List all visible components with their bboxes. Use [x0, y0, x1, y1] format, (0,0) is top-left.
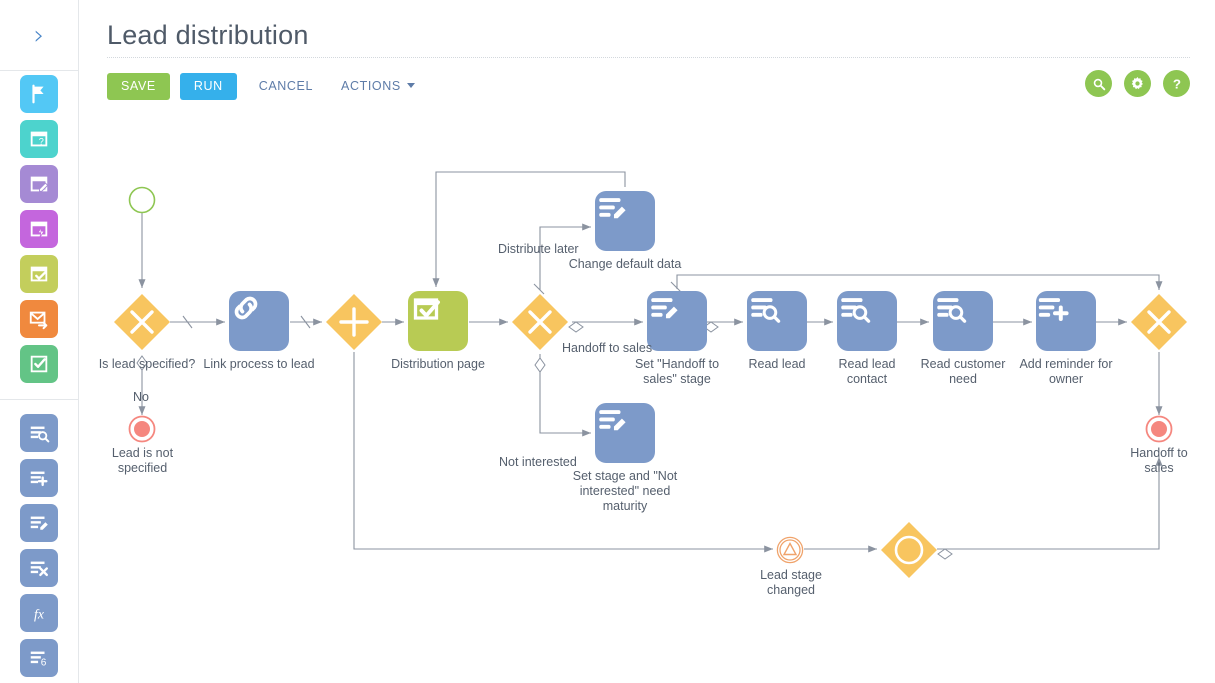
- svg-text:?: ?: [1172, 76, 1180, 91]
- list-search-icon: [751, 298, 781, 323]
- end-event-handoff-to-sales[interactable]: [1145, 415, 1173, 443]
- svg-text:fx: fx: [34, 607, 44, 622]
- task-read-customer-need[interactable]: [933, 291, 993, 351]
- sidebar-item-auto-page[interactable]: [20, 210, 58, 248]
- page-check-icon: [413, 298, 440, 320]
- exclusive-gateway-icon: [512, 294, 568, 350]
- list-edit-icon: [651, 298, 678, 319]
- checkbox-task-icon: [30, 355, 48, 373]
- terminate-end-event-icon: [128, 415, 156, 443]
- list-search-icon: [937, 298, 967, 323]
- sidebar-group-elements: ?: [0, 71, 78, 390]
- event-based-gateway-icon: [881, 522, 937, 578]
- edge-label-distribute-later: Distribute later: [498, 242, 579, 256]
- sidebar-item-approve-page[interactable]: [20, 255, 58, 293]
- gateway-is-lead-specified[interactable]: [114, 294, 170, 350]
- list-delete-icon: [30, 561, 48, 577]
- task-link-process-to-lead[interactable]: [229, 291, 289, 351]
- sidebar-item-task[interactable]: [20, 345, 58, 383]
- sidebar-item-add-data[interactable]: [20, 459, 58, 497]
- help-icon[interactable]: ?: [1163, 70, 1190, 97]
- sidebar-item-formula[interactable]: fx: [20, 594, 58, 632]
- actions-label: ACTIONS: [341, 79, 401, 93]
- header-actions: ?: [1085, 70, 1190, 97]
- task-set-not-interested-stage[interactable]: [595, 403, 655, 463]
- svg-text:?: ?: [39, 137, 44, 147]
- task-change-default-data[interactable]: [595, 191, 655, 251]
- connectors-layer: [136, 171, 1163, 560]
- link-icon: [234, 296, 258, 320]
- chevron-down-icon: [406, 83, 415, 88]
- list-plus-icon: [30, 471, 48, 487]
- start-event[interactable]: [128, 186, 156, 214]
- process-canvas[interactable]: Is lead specified? Lead is not specified…: [79, 112, 1215, 683]
- toolbar: SAVE RUN CANCEL ACTIONS: [107, 73, 431, 100]
- sidebar-group-data: fx 6: [0, 399, 78, 683]
- email-send-icon: [29, 311, 48, 330]
- edge-label-not-interested: Not interested: [499, 455, 577, 469]
- gateway-distribution-choice[interactable]: [512, 294, 568, 350]
- title-divider: [107, 57, 1190, 58]
- run-button[interactable]: RUN: [179, 73, 237, 100]
- page-edit-icon: [30, 176, 49, 192]
- flag-icon: [32, 84, 44, 104]
- sidebar-item-edit-page[interactable]: [20, 165, 58, 203]
- sidebar-item-modify-data[interactable]: [20, 504, 58, 542]
- start-event-icon: [128, 186, 156, 214]
- task-distribution-page[interactable]: [408, 291, 468, 351]
- actions-button[interactable]: ACTIONS: [329, 73, 427, 100]
- signal-intermediate-event-icon: [776, 536, 804, 564]
- edge-label-no: No: [133, 390, 149, 404]
- fx-icon: fx: [34, 607, 44, 622]
- task-set-handoff-stage[interactable]: [647, 291, 707, 351]
- page-check-icon: [30, 266, 48, 282]
- gateway-event-based[interactable]: [881, 522, 937, 578]
- exclusive-gateway-icon: [1131, 294, 1187, 350]
- list-edit-icon: [599, 410, 626, 431]
- task-read-lead[interactable]: [747, 291, 807, 351]
- task-add-reminder-for-owner[interactable]: [1036, 291, 1096, 351]
- page-title: Lead distribution: [107, 20, 309, 50]
- terminate-end-event-icon: [1145, 415, 1173, 443]
- page-question-icon: ?: [30, 131, 48, 147]
- parallel-gateway-icon: [326, 294, 382, 350]
- end-event-lead-not-specified[interactable]: [128, 415, 156, 443]
- list-search-icon: [30, 426, 50, 443]
- sidebar-item-count-data[interactable]: 6: [20, 639, 58, 677]
- gateway-parallel-split[interactable]: [326, 294, 382, 350]
- page-header: Lead distribution SAVE RUN CANCEL ACTION…: [79, 0, 1215, 112]
- sidebar-item-flag[interactable]: [20, 75, 58, 113]
- page-lightning-icon: [30, 221, 48, 238]
- event-lead-stage-changed[interactable]: [776, 536, 804, 564]
- svg-text:6: 6: [41, 657, 47, 668]
- list-number-icon: 6: [30, 651, 47, 668]
- save-button[interactable]: SAVE: [107, 73, 170, 100]
- sidebar-item-delete-data[interactable]: [20, 549, 58, 587]
- sidebar-item-question-page[interactable]: ?: [20, 120, 58, 158]
- task-read-lead-contact[interactable]: [837, 291, 897, 351]
- gear-icon[interactable]: [1124, 70, 1151, 97]
- edge-label-handoff-to-sales: Handoff to sales: [562, 341, 653, 355]
- list-edit-icon: [30, 516, 48, 530]
- exclusive-gateway-icon: [114, 294, 170, 350]
- chevron-right-icon[interactable]: ›: [33, 19, 45, 51]
- list-edit-icon: [599, 198, 626, 219]
- list-plus-icon: [1038, 298, 1069, 322]
- sidebar-header: ›: [0, 0, 78, 71]
- sidebar-item-read-data[interactable]: [20, 414, 58, 452]
- left-sidebar: › ?: [0, 0, 79, 683]
- list-search-icon: [841, 298, 871, 323]
- sidebar-item-send-email[interactable]: [20, 300, 58, 338]
- cancel-button[interactable]: CANCEL: [247, 73, 325, 100]
- search-icon[interactable]: [1085, 70, 1112, 97]
- gateway-join[interactable]: [1131, 294, 1187, 350]
